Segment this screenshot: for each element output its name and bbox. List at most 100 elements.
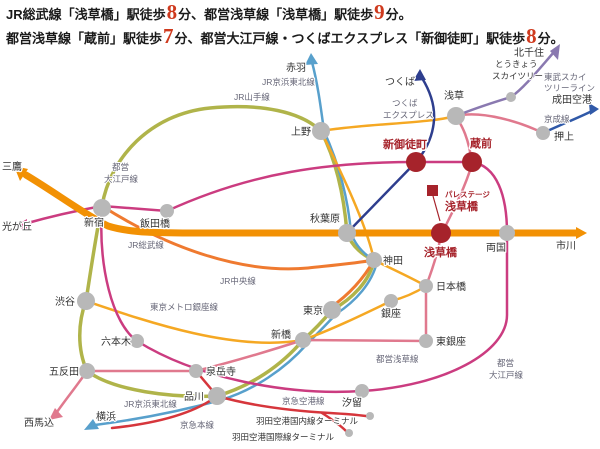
tsukuba-express-label-line1: つくば <box>392 98 418 108</box>
tokyo-metro-ginza-line-label: 東京メトロ銀座線 <box>150 302 219 312</box>
station-labels: 新宿 飯田橋 上野 秋葉原 神田 東京 銀座 新橋 東銀座 日本橋 渋谷 六本木… <box>48 58 576 410</box>
station-tokyo-label: 東京 <box>303 304 323 317</box>
station-shiodome-label: 汐留 <box>342 396 362 409</box>
station-gotanda-dot <box>79 363 95 379</box>
toei-asakusa-line-label: 都営浅草線 <box>376 354 419 364</box>
stations <box>77 92 550 437</box>
access-text: 分、都営浅草線「浅草橋」駅徒歩 <box>178 7 374 22</box>
terminal-mitaka-label: 三鷹 <box>2 160 22 173</box>
station-shinjuku-label: 新宿 <box>84 216 104 229</box>
station-roppongi-label: 六本木 <box>101 335 131 348</box>
station-akihabara-label: 秋葉原 <box>310 212 340 225</box>
jr-chuo-line-path <box>100 204 377 310</box>
station-akihabara-dot <box>338 224 356 242</box>
terminal-tsukuba-label: つくば <box>385 76 415 88</box>
keikyu-airport-line-path <box>215 394 368 418</box>
station-shinagawa-label: 品川 <box>184 391 204 403</box>
station-haneda-domestic-dot <box>366 412 374 420</box>
station-sengakuji-label: 泉岳寺 <box>206 365 236 378</box>
tobu-skytree-line-label-line2: ツリーライン <box>544 83 595 93</box>
station-oshiage-dot <box>536 126 550 140</box>
jr-keihin-tohoku-line-label-bottom: JR京浜東北線 <box>124 399 177 409</box>
terminal-kitasenju-label: 北千住 <box>514 46 544 59</box>
toei-oedo-line-label-left-line1: 都営 <box>112 162 129 172</box>
terminal-haneda-international-label: 羽田空港国際線ターミナル <box>232 432 335 442</box>
station-tokyo-skytree-label-line2: スカイツリー <box>492 71 543 81</box>
station-ryogoku-label: 両国 <box>486 242 506 254</box>
access-line-2: 都営浅草線「蔵前」駅徒歩7分、都営大江戸線・つくばエクスプレス「新御徒町」駅徒歩… <box>6 26 564 50</box>
access-line-1: JR総武線「浅草橋」駅徒歩8分、都営浅草線「浅草橋」駅徒歩9分。 <box>6 2 564 26</box>
station-shinjuku-dot <box>93 199 111 217</box>
station-shin-okachimachi-dot-highlight <box>406 152 426 172</box>
jr-sobu-line-label: JR総武線 <box>128 240 164 250</box>
station-higashi-ginza-dot <box>419 334 433 348</box>
tsukuba-express-label-line2: エクスプレス <box>383 110 434 120</box>
arrow-akabane <box>305 53 318 65</box>
access-text: 都営浅草線「蔵前」駅徒歩 <box>6 31 163 46</box>
toei-oedo-line-label-left-line2: 大江戸線 <box>104 174 139 184</box>
terminal-narita-airport-label: 成田空港 <box>552 93 592 106</box>
arrow-hikarigaoka <box>15 219 27 231</box>
station-tokyo-dot <box>323 301 341 319</box>
access-text: 分、都営大江戸線・つくばエクスプレス「新御徒町」駅徒歩 <box>174 31 526 46</box>
access-summary: JR総武線「浅草橋」駅徒歩8分、都営浅草線「浅草橋」駅徒歩9分。 都営浅草線「蔵… <box>6 2 564 50</box>
station-kanda-label: 神田 <box>383 254 403 267</box>
terminal-haneda-domestic-label: 羽田空港国内線ターミナル <box>256 416 359 426</box>
station-iidabashi-dot <box>160 204 174 218</box>
station-shimbashi-dot <box>295 332 311 348</box>
tobu-skytree-line-label-line1: 東武スカイ <box>544 72 587 82</box>
keikyu-airport-line-label: 京急空港線 <box>282 396 325 406</box>
toei-oedo-line-label-right-line1: 都営 <box>497 358 514 368</box>
station-iidabashi-label: 飯田橋 <box>140 217 170 230</box>
property-marker <box>427 185 438 196</box>
station-nihombashi-label: 日本橋 <box>436 280 466 293</box>
station-asakusa-dot <box>447 107 465 125</box>
terminal-nishi-magome-label: 西馬込 <box>24 417 54 429</box>
station-kuramae-dot-highlight <box>462 152 482 172</box>
arrow-narita-airport <box>589 103 599 115</box>
line-name-labels: JR山手線 JR京浜東北線 JR京浜東北線 JR総武線 JR中央線 東京メトロ銀… <box>103 71 596 431</box>
station-ginza-dot <box>384 294 398 308</box>
property-station-label: 浅草橋 <box>445 199 479 213</box>
keisei-line-label: 京成線 <box>544 114 570 124</box>
station-higashi-ginza-label: 東銀座 <box>436 335 466 348</box>
station-shinagawa-dot <box>208 387 226 405</box>
jr-sobu-line-path <box>22 171 580 237</box>
station-kuramae-label: 蔵前 <box>470 136 492 150</box>
station-sengakuji-dot <box>189 364 203 378</box>
keikyu-airport-line-branch-path <box>320 411 348 433</box>
jr-keihin-tohoku-line-label-top: JR京浜東北線 <box>262 77 315 87</box>
station-shimbashi-label: 新橋 <box>271 328 291 341</box>
station-nihombashi-dot <box>419 279 433 293</box>
property-name-label: パレステージ <box>445 189 490 199</box>
access-text: 分。 <box>537 31 564 46</box>
direction-arrows <box>14 44 599 430</box>
terminal-yokohama-label: 横浜 <box>96 410 116 423</box>
station-ueno-dot <box>312 122 330 140</box>
arrow-ichikawa <box>576 227 587 239</box>
station-shiodome-dot <box>355 384 369 398</box>
arrow-kitasenju <box>550 44 560 60</box>
arrow-mitaka <box>14 166 28 181</box>
walk-minutes: 9 <box>374 0 385 24</box>
station-tokyo-skytree-dot <box>506 92 516 102</box>
access-text: 分。 <box>385 7 412 22</box>
arrow-tsukuba <box>413 69 426 81</box>
walk-minutes: 7 <box>163 24 174 48</box>
station-ginza-label: 銀座 <box>381 307 401 320</box>
highlighted-stations: 新御徒町 蔵前 浅草橋 パレステージ 浅草橋 <box>382 135 494 261</box>
terminal-ichikawa-label: 市川 <box>556 239 576 252</box>
station-ryogoku-dot <box>499 225 515 241</box>
station-shibuya-dot <box>77 292 95 310</box>
jr-yamanote-line-label: JR山手線 <box>234 92 270 102</box>
keikyu-main-line-label: 京急本線 <box>180 420 215 430</box>
walk-minutes: 8 <box>526 24 537 48</box>
access-text: JR総武線「浅草橋」駅徒歩 <box>6 7 166 22</box>
station-ueno-label: 上野 <box>291 126 311 138</box>
station-kanda-dot <box>366 252 382 268</box>
station-shin-okachimachi-label: 新御徒町 <box>383 137 427 151</box>
arrow-yokohama <box>84 419 99 430</box>
station-asakusa-label: 浅草 <box>444 89 464 102</box>
station-haneda-international-dot <box>345 429 353 437</box>
property-leader-line <box>432 195 441 222</box>
